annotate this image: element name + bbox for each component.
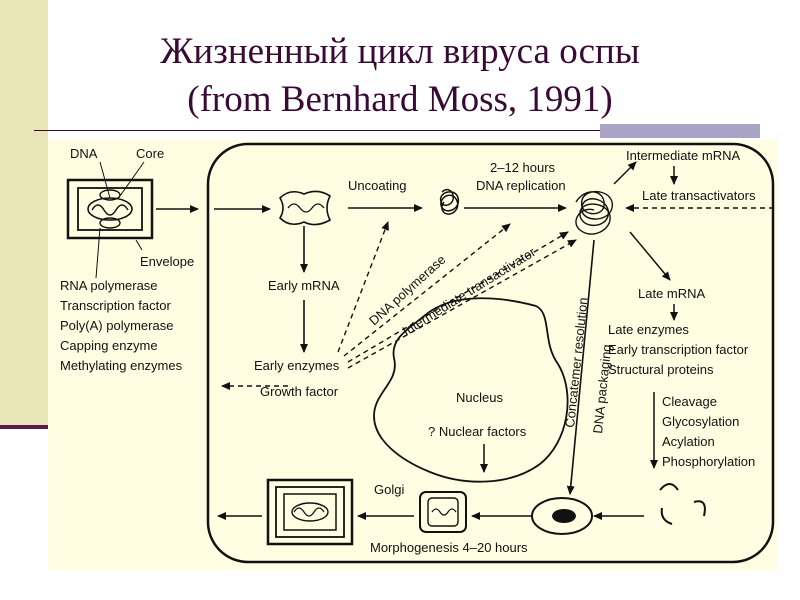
crescent-membranes-icon <box>659 483 706 525</box>
late-product: Structural proteins <box>608 362 714 377</box>
modification: Acylation <box>662 434 715 449</box>
label-intermediate-transactivator: Intermediate transactivator <box>400 244 539 339</box>
virion-enzyme: Transcription factor <box>60 298 171 313</box>
virion-icon <box>66 178 154 240</box>
label-early-enzymes: Early enzymes <box>254 358 340 373</box>
replicated-dna-icon <box>575 190 613 235</box>
label-early-mrna: Early mRNA <box>268 278 340 293</box>
left-decor-band <box>0 0 48 428</box>
title-line-1: Жизненный цикл вируса оспы <box>160 31 640 72</box>
modification: Glycosylation <box>662 414 739 429</box>
virion-enzyme: Capping enzyme <box>60 338 158 353</box>
left-decor-rule <box>0 425 48 429</box>
modification: Phosphorylation <box>662 454 755 469</box>
nucleus-shape <box>373 297 569 483</box>
label-growth-factor: Growth factor <box>260 384 339 399</box>
virion-enzyme: Poly(A) polymerase <box>60 318 173 333</box>
virion-enzyme: Methylating enzymes <box>60 358 183 373</box>
label-late-transactivators: Late transactivators <box>642 188 756 203</box>
lifecycle-figure: DNA Core Envelope RNA polymerase Transcr… <box>48 140 778 570</box>
immature-virion-icon <box>531 497 593 535</box>
label-dna: DNA <box>70 146 98 161</box>
title-line-2: (from Bernhard Moss, 1991) <box>187 79 613 120</box>
title-accent-bar <box>600 124 760 138</box>
label-dna-packaging: DNA packaging <box>590 344 614 435</box>
late-product: Late enzymes <box>608 322 689 337</box>
title-divider <box>34 130 760 131</box>
label-envelope: Envelope <box>140 254 194 269</box>
late-products-list: Late enzymes Early transcription factor … <box>608 322 749 377</box>
label-uncoating: Uncoating <box>348 178 407 193</box>
core-particle-icon <box>278 190 332 226</box>
cell-boundary <box>206 142 775 564</box>
lifecycle-diagram: DNA Core Envelope RNA polymerase Transcr… <box>60 142 775 564</box>
virion-enzyme-list: RNA polymerase Transcription factor Poly… <box>60 278 183 373</box>
modifications-list: Cleavage Glycosylation Acylation Phospho… <box>662 394 755 469</box>
label-nuclear-factors: ? Nuclear factors <box>428 424 527 439</box>
slide-title: Жизненный цикл вируса оспы (from Bernhar… <box>60 28 740 124</box>
genome-coil-icon <box>439 188 460 215</box>
label-nucleus: Nucleus <box>456 390 503 405</box>
modification: Cleavage <box>662 394 717 409</box>
intracellular-virion-icon <box>419 491 467 533</box>
label-intermediate-mrna: Intermediate mRNA <box>626 148 740 163</box>
virion-enzyme: RNA polymerase <box>60 278 158 293</box>
label-dna-replication: DNA replication <box>476 178 566 193</box>
enveloped-virion-icon <box>266 478 354 546</box>
label-morphogenesis: Morphogenesis 4–20 hours <box>370 540 528 555</box>
label-golgi: Golgi <box>374 482 404 497</box>
label-concatemer-resolution: Concatemer resolution <box>562 297 591 429</box>
label-late-mrna: Late mRNA <box>638 286 706 301</box>
label-hours-2-12: 2–12 hours <box>490 160 556 175</box>
late-product: Early transcription factor <box>608 342 749 357</box>
label-core: Core <box>136 146 164 161</box>
